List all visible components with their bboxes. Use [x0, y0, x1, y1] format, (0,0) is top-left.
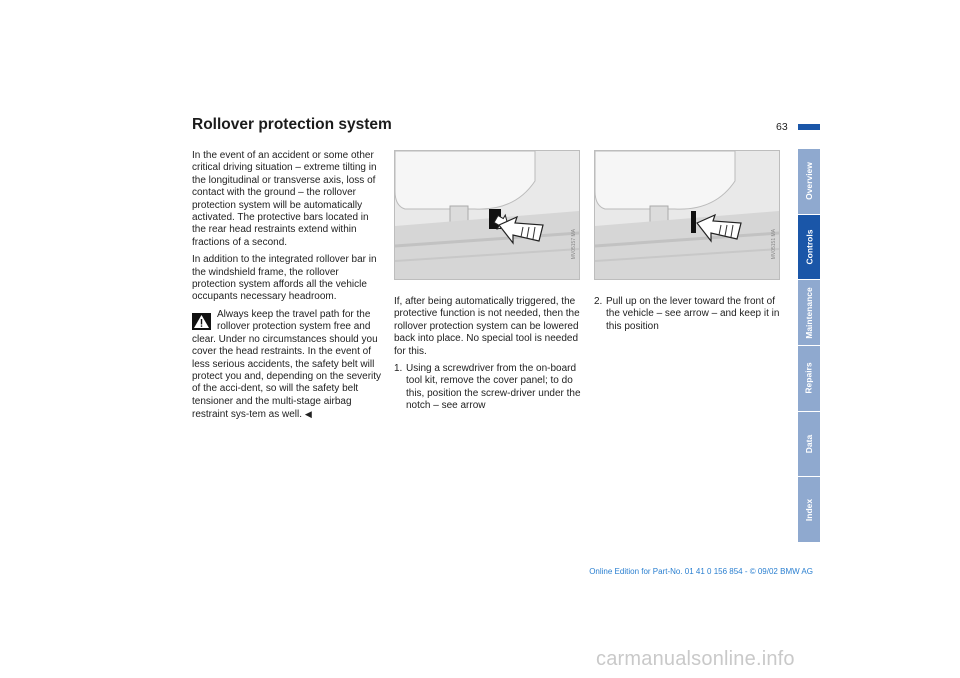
list-item: 1. Using a screwdriver from the on-board… — [394, 363, 586, 413]
page-number-bar — [798, 124, 820, 130]
column-3: 2. Pull up on the lever toward the front… — [594, 296, 789, 333]
column-1: In the event of an accident or some othe… — [192, 150, 384, 422]
head-restraint-illustration — [395, 151, 579, 279]
tab-index[interactable]: Index — [798, 477, 820, 543]
tab-repairs[interactable]: Repairs — [798, 346, 820, 411]
step-number: 1. — [394, 363, 403, 375]
arrow-icon — [498, 215, 544, 245]
figure-code: MV05157 MA — [571, 228, 577, 259]
tab-data[interactable]: Data — [798, 411, 820, 477]
tab-maintenance[interactable]: Maintenance — [798, 280, 820, 346]
figure-lever: MV05151 MA — [594, 150, 780, 280]
step-text: Pull up on the lever toward the front of… — [606, 296, 780, 332]
step-number: 2. — [594, 296, 603, 307]
tab-overview[interactable]: Overview — [798, 149, 820, 214]
arrow-icon — [696, 213, 742, 243]
warning-text: Always keep the travel path for the roll… — [192, 308, 382, 421]
page-title: Rollover protection system — [192, 116, 392, 133]
step-text: Using a screwdriver from the on-board to… — [406, 363, 581, 412]
page-number: 63 — [776, 121, 788, 133]
tab-controls[interactable]: Controls — [798, 214, 820, 280]
lowering-paragraph: If, after being automatically triggered,… — [394, 296, 580, 357]
figure-cover-panel: MV05157 MA — [394, 150, 580, 280]
watermark: carmanualsonline.info — [596, 648, 795, 670]
list-item: 2. Pull up on the lever toward the front… — [594, 296, 789, 333]
end-of-note-icon: ◀ — [304, 409, 312, 420]
column-2: If, after being automatically triggered,… — [394, 296, 586, 413]
headroom-paragraph: In addition to the integrated rollover b… — [192, 254, 377, 303]
warning-note: Always keep the travel path for the roll… — [192, 309, 384, 422]
warning-icon — [192, 312, 211, 330]
figure-code: MV05151 MA — [771, 228, 777, 259]
lever-illustration — [595, 151, 779, 279]
intro-paragraph: In the event of an accident or some othe… — [192, 150, 377, 248]
section-tabs: Overview Controls Maintenance Repairs Da… — [798, 149, 820, 543]
footer-edition-link[interactable]: Online Edition for Part-No. 01 41 0 156 … — [589, 567, 813, 576]
